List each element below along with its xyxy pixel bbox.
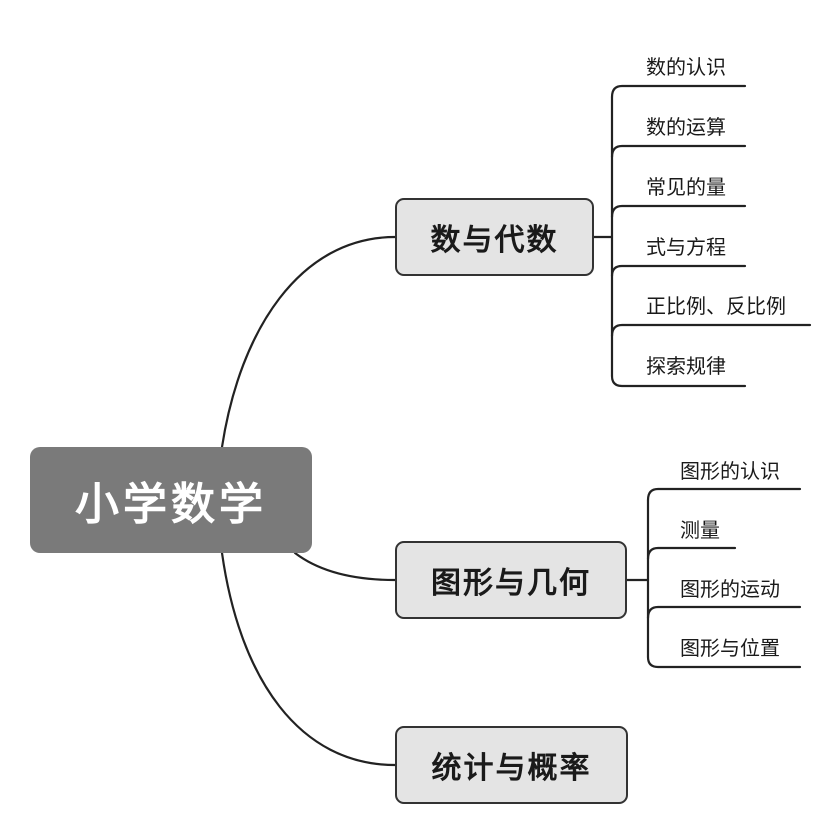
leaf-geometry-4: 图形与位置 — [680, 636, 780, 660]
leaf-algebra-5: 正比例、反比例 — [646, 294, 786, 318]
connector-root-algebra — [220, 235, 397, 449]
leaf-algebra-4: 式与方程 — [646, 235, 726, 259]
leaf-algebra-6: 探索规律 — [646, 354, 726, 378]
branch-algebra: 数与代数 — [395, 198, 594, 276]
leaf-algebra-1: 数的认识 — [646, 55, 726, 79]
branch-statistics: 统计与概率 — [395, 726, 628, 804]
leaf-geometry-1: 图形的认识 — [680, 459, 780, 483]
leaf-algebra-2: 数的运算 — [646, 115, 726, 139]
root-node: 小学数学 — [30, 447, 312, 553]
leaf-geometry-2: 测量 — [680, 518, 720, 542]
leaf-geometry-3: 图形的运动 — [680, 577, 780, 601]
leaf-algebra-3: 常见的量 — [646, 175, 726, 199]
branch-geometry: 图形与几何 — [395, 541, 627, 619]
connector-root-geometry — [293, 551, 397, 582]
connector-root-stats — [220, 551, 397, 767]
